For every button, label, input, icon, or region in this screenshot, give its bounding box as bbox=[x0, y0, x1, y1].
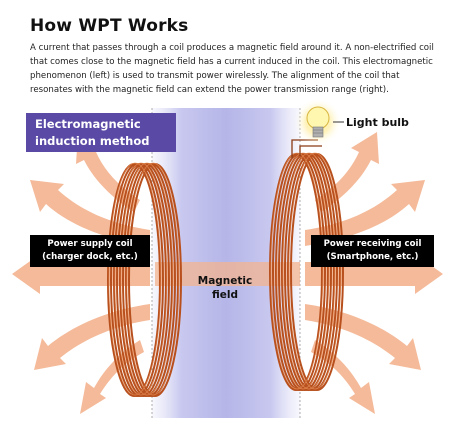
center-field-arrow bbox=[155, 262, 300, 286]
method-label-line1: Electromagnetic bbox=[35, 117, 141, 131]
receiving-coil-label-line2: (Smartphone, etc.) bbox=[326, 252, 419, 262]
power-supply-coil bbox=[107, 163, 182, 397]
power-supply-coil-label: Power supply coil (charger dock, etc.) bbox=[30, 235, 150, 267]
method-label-box: Electromagnetic induction method bbox=[26, 113, 176, 152]
page-description: A current that passes through a coil pro… bbox=[30, 43, 434, 95]
power-receiving-coil bbox=[269, 153, 344, 391]
method-label-line2: induction method bbox=[35, 134, 150, 148]
light-bulb-icon bbox=[294, 98, 342, 146]
field-label-line1: Magnetic bbox=[197, 275, 253, 287]
power-receiving-coil-label: Power receiving coil (Smartphone, etc.) bbox=[311, 235, 434, 267]
light-bulb-label: Light bulb bbox=[346, 116, 409, 129]
magnetic-field-label: Magnetic field bbox=[170, 274, 280, 302]
supply-coil-label-line1: Power supply coil bbox=[47, 239, 133, 249]
supply-coil-label-line2: (charger dock, etc.) bbox=[42, 252, 138, 262]
receiving-coil-label-line1: Power receiving coil bbox=[323, 239, 422, 249]
page-title: How WPT Works bbox=[30, 16, 189, 36]
field-label-line2: field bbox=[211, 289, 239, 301]
